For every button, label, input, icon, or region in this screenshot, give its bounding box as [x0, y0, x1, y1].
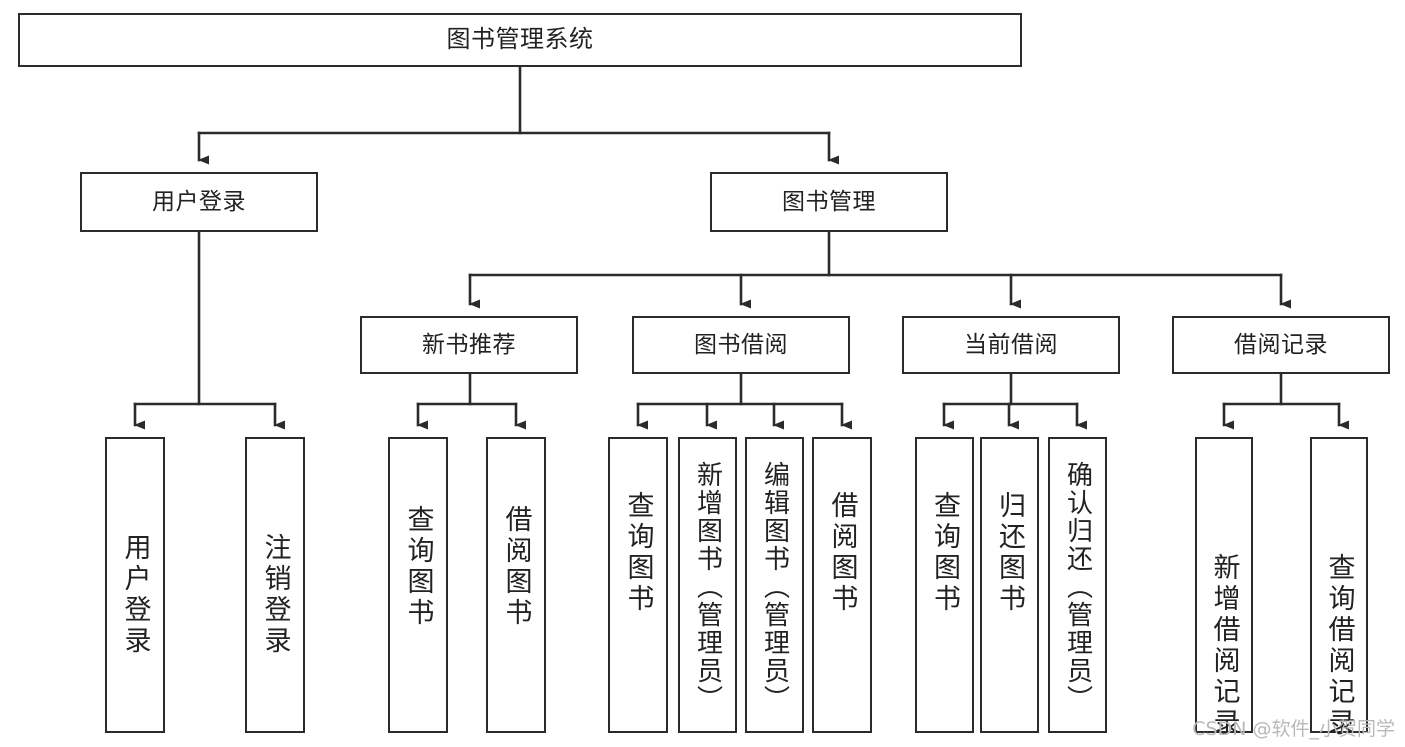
node-label: 查询图书 [402, 505, 434, 629]
leaf-user-login[interactable]: 用户登录 [105, 437, 165, 733]
node-current-borrow[interactable]: 当前借阅 [902, 316, 1120, 374]
node-new-book-recommend[interactable]: 新书推荐 [360, 316, 578, 374]
node-label: 用户登录 [119, 533, 151, 657]
leaf-return-book[interactable]: 归还图书 [980, 437, 1039, 733]
node-label: 图书借阅 [694, 331, 788, 358]
node-borrow-records[interactable]: 借阅记录 [1172, 316, 1390, 374]
leaf-query-book-borrow[interactable]: 查询图书 [608, 437, 668, 733]
node-root-system[interactable]: 图书管理系统 [18, 13, 1022, 67]
node-label: 归还图书 [994, 491, 1025, 615]
node-label: 查询借阅记录 [1323, 553, 1355, 739]
leaf-query-book-current[interactable]: 查询图书 [915, 437, 974, 733]
node-label: 查询图书 [929, 491, 960, 615]
node-label: 图书管理系统 [446, 25, 594, 54]
leaf-query-borrow-record[interactable]: 查询借阅记录 [1310, 437, 1368, 739]
leaf-borrow-book[interactable]: 借阅图书 [812, 437, 872, 733]
node-label: 新增借阅记录 [1208, 553, 1240, 739]
node-label: 借阅图书 [500, 505, 532, 629]
node-label: 图书管理 [782, 188, 876, 215]
node-label: 新增图书（管理员） [692, 461, 723, 713]
node-label: 用户登录 [152, 188, 246, 215]
leaf-borrow-book-recommend[interactable]: 借阅图书 [486, 437, 546, 733]
node-book-borrow[interactable]: 图书借阅 [632, 316, 850, 374]
node-label: 当前借阅 [964, 331, 1058, 358]
leaf-logout-login[interactable]: 注销登录 [245, 437, 305, 733]
node-label: 编辑图书（管理员） [759, 461, 790, 713]
node-label: 查询图书 [622, 491, 654, 615]
node-book-management[interactable]: 图书管理 [710, 172, 948, 232]
node-label: 注销登录 [259, 533, 291, 657]
leaf-add-book-admin[interactable]: 新增图书（管理员） [678, 437, 737, 733]
leaf-query-book-recommend[interactable]: 查询图书 [388, 437, 448, 733]
leaf-add-borrow-record[interactable]: 新增借阅记录 [1195, 437, 1253, 739]
node-label: 新书推荐 [422, 331, 516, 358]
leaf-confirm-return-admin[interactable]: 确认归还（管理员） [1048, 437, 1107, 733]
node-user-login[interactable]: 用户登录 [80, 172, 318, 232]
csdn-watermark: CSDN @软件_小贺同学 [1192, 718, 1395, 740]
node-label: 借阅记录 [1234, 331, 1328, 358]
leaf-edit-book-admin[interactable]: 编辑图书（管理员） [745, 437, 804, 733]
node-label: 确认归还（管理员） [1062, 461, 1093, 713]
node-label: 借阅图书 [826, 491, 858, 615]
